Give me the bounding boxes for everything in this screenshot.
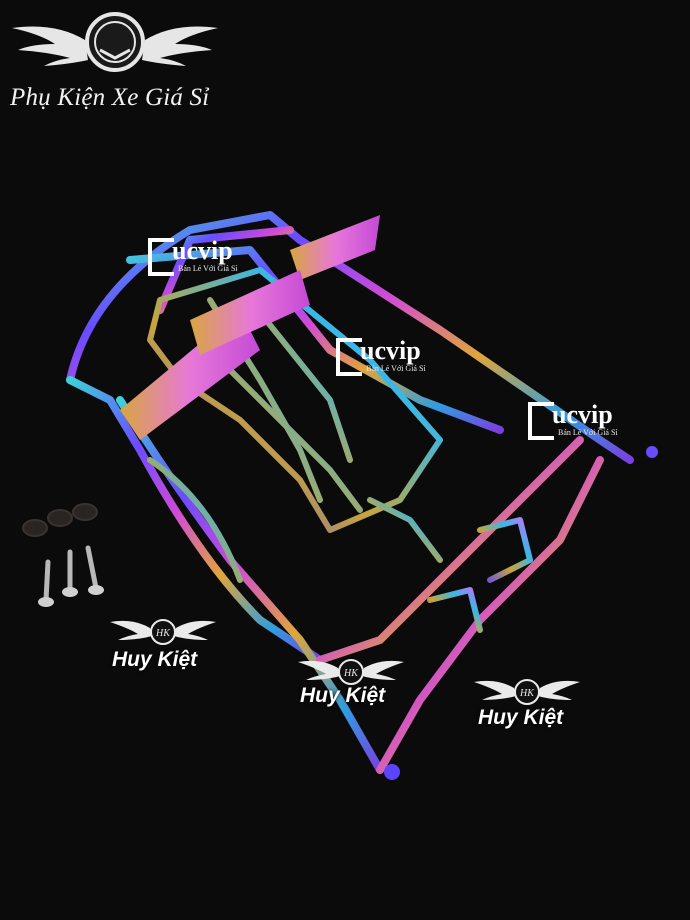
store-watermark-name: ucvip — [552, 400, 613, 429]
watermark-text: Huy Kiệt — [112, 648, 198, 671]
brand-name: Phụ Kiện Xe Giá Sỉ — [10, 84, 210, 111]
huy-kiet-watermark: HK Huy Kiệt — [472, 670, 582, 740]
monogram-text: HK — [155, 628, 171, 639]
store-watermark-tagline: Bán Lẻ Với Giá Sỉ — [178, 264, 238, 273]
huy-kiet-watermark: HK Huy Kiệt — [296, 650, 406, 720]
winged-emblem-icon — [12, 12, 218, 72]
rack-end-cap — [384, 764, 400, 780]
huy-kiet-watermark: HK Huy Kiệt — [108, 610, 218, 680]
store-watermark-name: ucvip — [360, 336, 421, 365]
watermark-text: Huy Kiệt — [478, 706, 564, 729]
store-watermark-name: ucvip — [172, 236, 233, 265]
watermark-text: Huy Kiệt — [300, 684, 386, 707]
rack-end-cap — [646, 446, 658, 458]
winged-monogram-icon: HK — [474, 679, 580, 705]
monogram-text: HK — [519, 688, 535, 699]
store-watermark-tagline: Bán Lẻ Với Giá Sỉ — [366, 364, 426, 373]
monogram-text: HK — [343, 668, 359, 679]
hardware-washers — [22, 503, 98, 537]
rack-straps — [120, 215, 380, 440]
store-watermark-tagline: Bán Lẻ Với Giá Sỉ — [558, 428, 618, 437]
hardware-bolts — [43, 545, 99, 603]
winged-monogram-icon: HK — [110, 619, 216, 645]
hardware-bolt-heads — [38, 585, 104, 607]
brand-logo: Phụ Kiện Xe Giá Sỉ — [0, 0, 230, 130]
winged-monogram-icon: HK — [298, 659, 404, 685]
